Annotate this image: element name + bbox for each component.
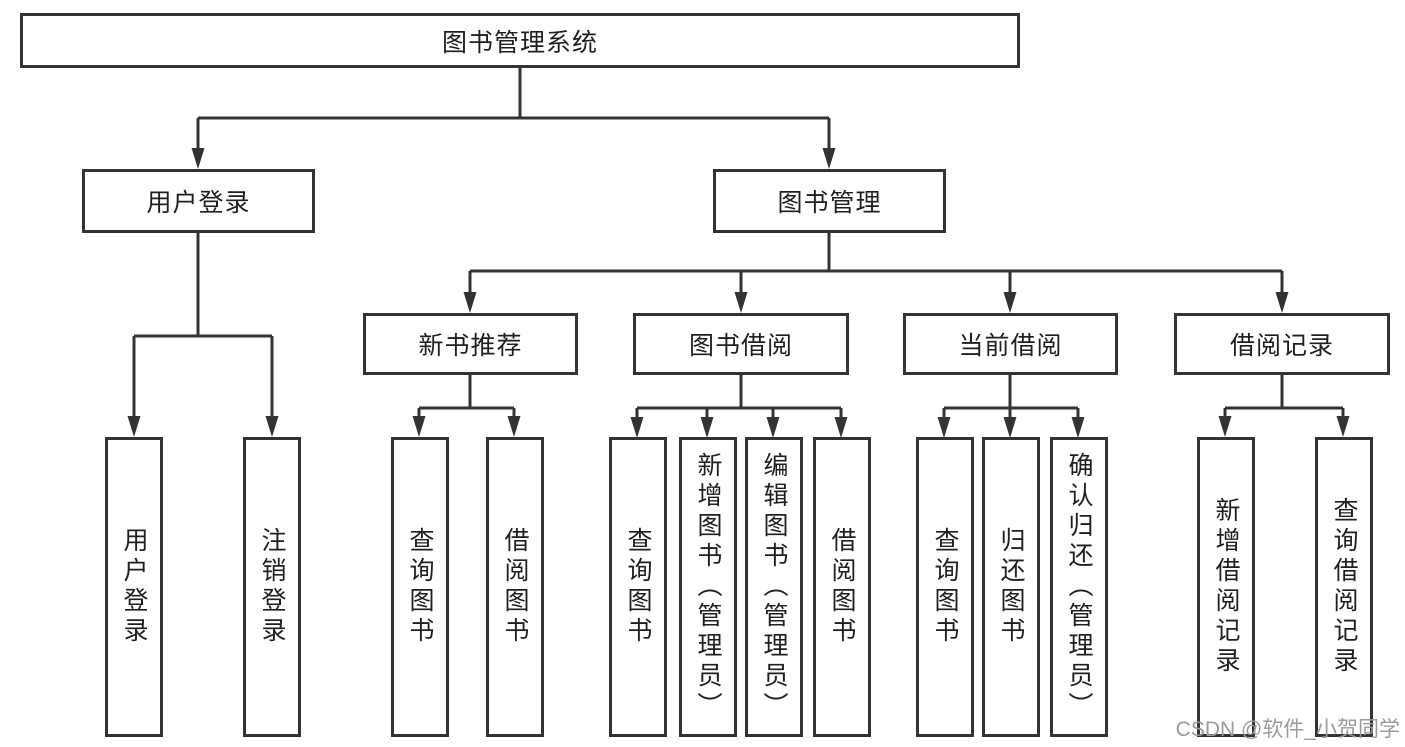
node-leaf-bb-edit-books: 编辑图书（管理员） xyxy=(745,437,803,737)
node-leaf-logout: 注销登录 xyxy=(243,437,301,737)
node-book-management-label: 图书管理 xyxy=(777,189,882,217)
node-root: 图书管理系统 xyxy=(20,13,1020,68)
node-book-borrow-label: 图书借阅 xyxy=(688,332,793,360)
node-root-label: 图书管理系统 xyxy=(441,28,598,57)
node-leaf-bb-borrow-books: 借阅图书 xyxy=(813,437,871,737)
watermark: CSDN @软件_小贺同学 xyxy=(1175,718,1400,741)
node-leaf-logout-label: 注销登录 xyxy=(258,527,286,647)
node-leaf-bb-edit-books-label: 编辑图书（管理员） xyxy=(760,452,788,722)
node-leaf-user-login-label: 用户登录 xyxy=(120,527,148,647)
node-current-borrow: 当前借阅 xyxy=(903,313,1118,375)
node-new-book-recommend: 新书推荐 xyxy=(363,313,578,375)
node-leaf-nbr-borrow-books-label: 借阅图书 xyxy=(501,527,529,647)
node-leaf-cb-confirm-return: 确认归还（管理员） xyxy=(1050,437,1108,737)
node-leaf-br-add-record: 新增借阅记录 xyxy=(1197,437,1255,737)
node-borrow-records: 借阅记录 xyxy=(1174,313,1390,375)
node-book-borrow: 图书借阅 xyxy=(633,313,849,375)
node-leaf-cb-return-books-label: 归还图书 xyxy=(997,527,1025,647)
node-user-login: 用户登录 xyxy=(82,169,315,233)
node-borrow-records-label: 借阅记录 xyxy=(1229,332,1334,360)
node-leaf-nbr-borrow-books: 借阅图书 xyxy=(486,437,544,737)
node-leaf-user-login: 用户登录 xyxy=(105,437,163,737)
connector xyxy=(132,68,1345,417)
node-leaf-bb-query-books-label: 查询图书 xyxy=(624,527,652,647)
node-leaf-nbr-query-books: 查询图书 xyxy=(391,437,449,737)
node-leaf-br-add-record-label: 新增借阅记录 xyxy=(1212,497,1240,677)
node-leaf-cb-query-books-label: 查询图书 xyxy=(931,527,959,647)
node-leaf-br-query-record-label: 查询借阅记录 xyxy=(1330,497,1358,677)
node-current-borrow-label: 当前借阅 xyxy=(958,332,1063,360)
node-leaf-bb-add-books-label: 新增图书（管理员） xyxy=(694,452,722,722)
node-leaf-bb-add-books: 新增图书（管理员） xyxy=(679,437,737,737)
node-leaf-bb-query-books: 查询图书 xyxy=(609,437,667,737)
node-user-login-label: 用户登录 xyxy=(146,189,251,217)
node-new-book-recommend-label: 新书推荐 xyxy=(418,332,523,360)
node-leaf-br-query-record: 查询借阅记录 xyxy=(1315,437,1373,737)
arrowhead-icons xyxy=(127,148,1350,438)
node-leaf-cb-return-books: 归还图书 xyxy=(982,437,1040,737)
node-leaf-cb-query-books: 查询图书 xyxy=(916,437,974,737)
node-leaf-bb-borrow-books-label: 借阅图书 xyxy=(828,527,856,647)
node-leaf-cb-confirm-return-label: 确认归还（管理员） xyxy=(1065,452,1093,722)
node-book-management: 图书管理 xyxy=(713,169,946,233)
node-leaf-nbr-query-books-label: 查询图书 xyxy=(406,527,434,647)
